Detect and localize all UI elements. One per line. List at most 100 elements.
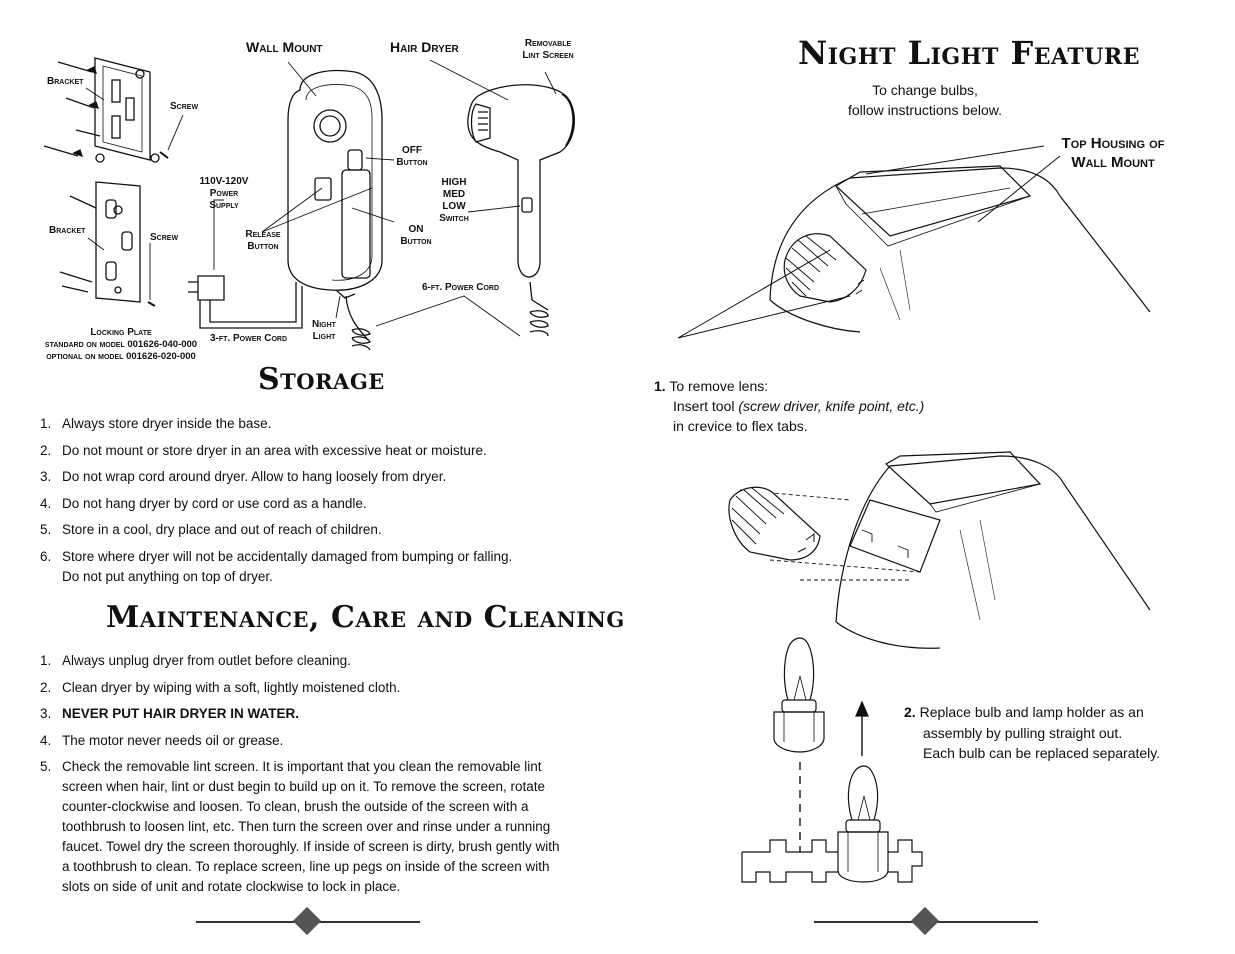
- label-bracket-upper: Bracket: [47, 76, 84, 87]
- step-text: Each bulb can be replaced separately.: [923, 745, 1161, 761]
- label-hair-dryer: Hair Dryer: [390, 39, 459, 55]
- intro-line: follow instructions below.: [847, 102, 1003, 118]
- label-release-button: Release Button: [240, 229, 286, 253]
- list-item: 1. Always unplug dryer from outlet before…: [40, 651, 560, 671]
- bulb-drawing-upper: [773, 637, 825, 852]
- list-item-text: Check the removable lint screen. It is i…: [62, 759, 560, 894]
- list-item-number: 1.: [40, 653, 52, 668]
- list-item-number: 6.: [40, 548, 52, 564]
- list-item-text: NEVER PUT HAIR DRYER IN WATER.: [62, 706, 300, 721]
- list-item-text: Always store dryer inside the base.: [62, 416, 272, 431]
- maintenance-title: Maintenance, Care and Cleaning: [106, 600, 625, 635]
- night-light-intro: To change bulbs, follow instructions bel…: [780, 80, 1070, 120]
- list-item-number: 3.: [40, 706, 52, 721]
- night-light-title: Night Light Feature: [798, 34, 1140, 72]
- label-top-housing: Top Housing of Wall Mount: [1040, 134, 1186, 172]
- label-screw-lower: Screw: [150, 232, 179, 243]
- label-text: HIGH: [441, 177, 467, 188]
- step-1: 1. To remove lens: Insert tool (screw dr…: [654, 376, 924, 436]
- label-off-button: OFF Button: [392, 145, 432, 169]
- lamp-holder-base: [741, 839, 923, 883]
- label-locking-plate: Locking Plate standard on model 001626-0…: [36, 327, 206, 363]
- label-text: Button: [396, 157, 428, 168]
- list-item: 5. Store in a cool, dry place and out of …: [40, 520, 530, 540]
- label-screw-upper: Screw: [170, 101, 199, 112]
- label-text: Light: [312, 331, 336, 342]
- step-2: 2. Replace bulb and lamp holder as an as…: [904, 702, 1160, 764]
- label-text: Button: [400, 236, 432, 247]
- diamond-ornament-right: [910, 906, 940, 936]
- label-three-ft-cord: 3-ft. Power Cord: [210, 333, 288, 344]
- list-item-text: Do not mount or store dryer in an area w…: [62, 442, 487, 458]
- wall-mount-drawing: [188, 61, 395, 351]
- list-item: 4. Do not hang dryer by cord or use cord …: [40, 494, 530, 514]
- label-six-ft-cord: 6-ft. Power Cord: [422, 282, 500, 293]
- parts-diagram: [43, 57, 576, 351]
- list-item-text: Always unplug dryer from outlet before c…: [62, 653, 351, 668]
- list-item-text: Do not wrap cord around dryer. Allow to …: [62, 469, 447, 484]
- list-item-text: The motor never needs oil or grease.: [62, 732, 284, 748]
- label-text: optional on model 001626-020-000: [46, 351, 196, 362]
- label-text: Switch: [439, 213, 469, 224]
- label-speed-switch: HIGH MED LOW Switch: [436, 177, 472, 225]
- list-item-text: Do not hang dryer by cord or use cord as…: [62, 495, 367, 511]
- label-power-supply: 110V-120V Power Supply: [192, 176, 256, 212]
- label-text: OFF: [402, 145, 422, 156]
- list-item: 2. Clean dryer by wiping with a soft, lig…: [40, 678, 560, 698]
- label-text: Lint Screen: [522, 50, 574, 61]
- label-night-light: Night Light: [306, 319, 342, 343]
- label-wall-mount: Wall Mount: [246, 39, 323, 55]
- bracket-upper: [43, 57, 184, 163]
- step-text: Insert tool: [673, 398, 739, 414]
- list-item: 3. Do not wrap cord around dryer. Allow t…: [40, 467, 530, 487]
- label-text: Power: [209, 188, 239, 199]
- label-text: LOW: [442, 201, 466, 212]
- housing-drawing-2: [728, 451, 1151, 649]
- label-text: Supply: [209, 200, 239, 211]
- list-item-number: 3.: [40, 469, 52, 484]
- step-text: Replace bulb and lamp holder as an: [919, 704, 1144, 720]
- list-item: 1. Always store dryer inside the base.: [40, 414, 530, 434]
- list-item-number: 1.: [40, 416, 52, 431]
- label-text: Top Housing of: [1061, 135, 1165, 152]
- label-text: Wall Mount: [1071, 154, 1155, 171]
- list-item: 4. The motor never needs oil or grease.: [40, 731, 560, 751]
- step-number: 2.: [904, 704, 916, 720]
- label-text: standard on model 001626-040-000: [44, 339, 198, 350]
- list-item-number: 4.: [40, 495, 52, 511]
- maintenance-list: 1. Always unplug dryer from outlet before…: [40, 651, 560, 904]
- list-item-text: Clean dryer by wiping with a soft, light…: [62, 679, 401, 695]
- housing-drawing-1: [677, 145, 1151, 339]
- diamond-ornament-left: [292, 906, 322, 936]
- step-text: assembly by pulling straight out.: [923, 724, 1123, 741]
- label-text: Night: [312, 319, 336, 330]
- step-text: in crevice to flex tabs.: [673, 418, 808, 434]
- label-text: Button: [247, 241, 279, 252]
- hair-dryer-drawing: [375, 59, 576, 337]
- label-bracket-lower: Bracket: [49, 225, 86, 236]
- label-text: MED: [442, 189, 466, 200]
- list-item-text: Store in a cool, dry place and out of re…: [62, 522, 382, 537]
- step-number: 1.: [654, 378, 666, 394]
- locking-plate: [59, 181, 156, 307]
- list-item-number: 2.: [40, 442, 52, 458]
- label-text: Locking Plate: [90, 327, 152, 338]
- label-text: Removable: [524, 38, 572, 49]
- list-item-number: 5.: [40, 759, 52, 774]
- list-item-text: Store where dryer will not be accidental…: [62, 548, 513, 584]
- label-on-button: ON Button: [394, 224, 438, 248]
- bulb-drawing-lower: [837, 700, 889, 883]
- label-text: ON: [408, 224, 424, 235]
- list-item: 3. NEVER PUT HAIR DRYER IN WATER.: [40, 704, 560, 724]
- list-item-number: 5.: [40, 522, 52, 537]
- list-item-number: 4.: [40, 732, 52, 748]
- label-text: 110V-120V: [199, 176, 249, 187]
- list-item-number: 2.: [40, 679, 52, 695]
- label-text: Release: [245, 229, 281, 240]
- list-item: 2. Do not mount or store dryer in an area…: [40, 441, 530, 461]
- list-item: 6. Store where dryer will not be accident…: [40, 547, 530, 587]
- label-removable-lint-screen: Removable Lint Screen: [512, 38, 584, 62]
- storage-list: 1. Always store dryer inside the base. 2. D…: [40, 414, 530, 593]
- step-text: To remove lens:: [669, 378, 769, 394]
- list-item: 5. Check the removable lint screen. It is…: [40, 757, 560, 897]
